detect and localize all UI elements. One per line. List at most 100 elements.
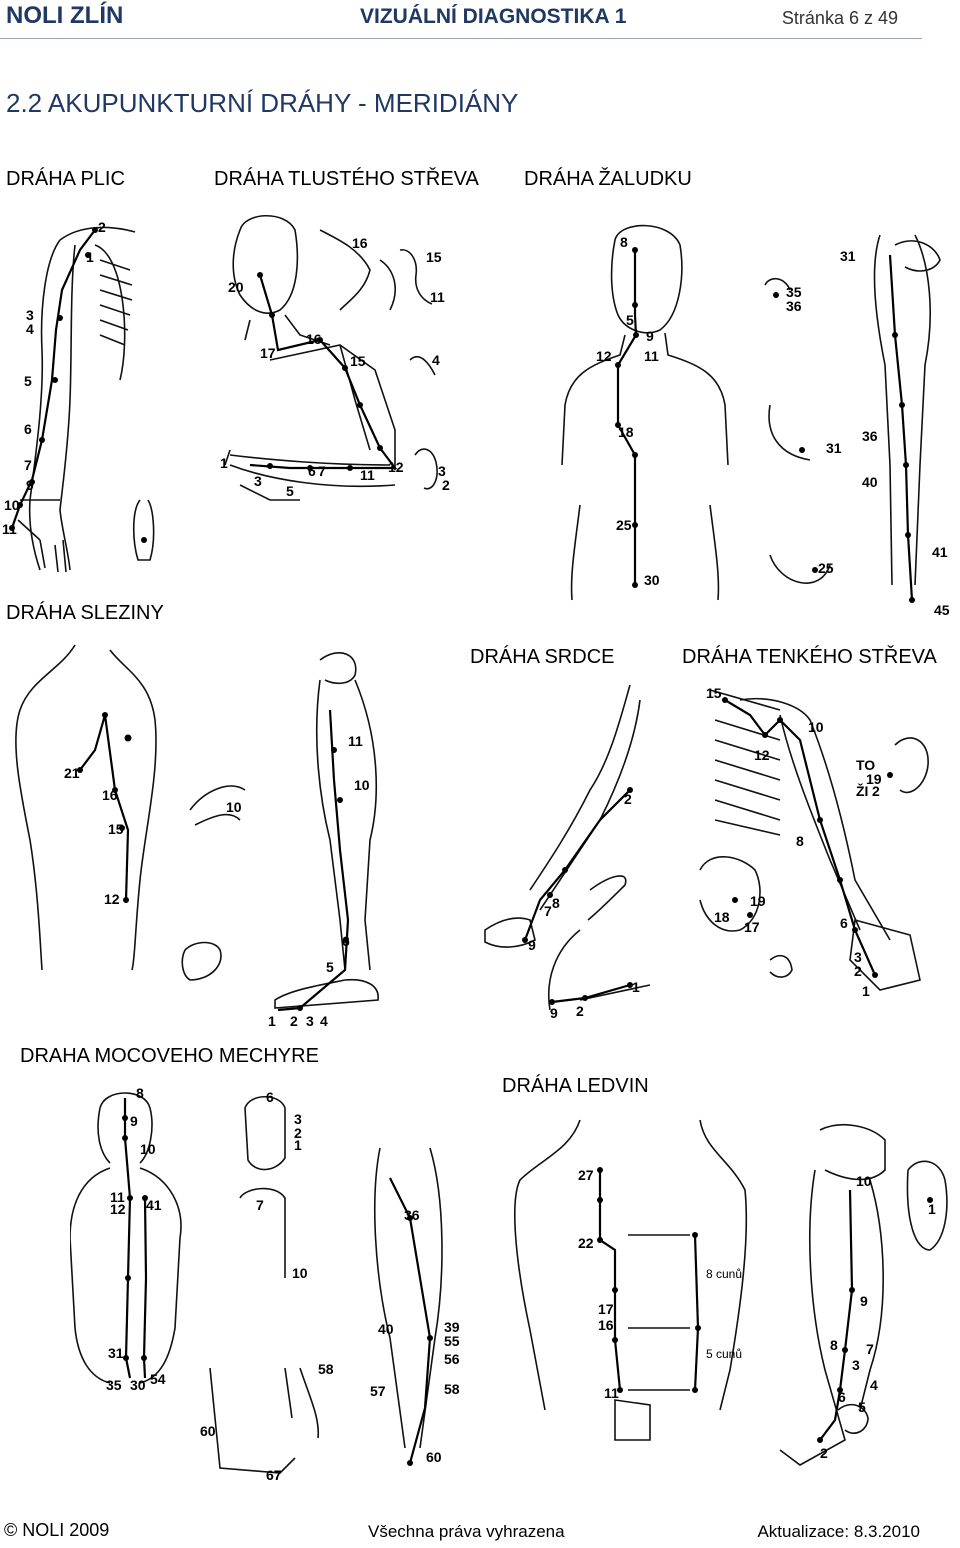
bladder-point-label: 54 [150, 1371, 166, 1387]
lung-point-label: 7 [24, 457, 32, 473]
label-bladder: DRAHA MOCOVEHO MECHYRE [20, 1045, 319, 1067]
large-intestine-point-label: 3 [438, 463, 446, 479]
large-intestine-point-label: 6 [308, 463, 316, 479]
small-intestine-point-label: 15 [706, 685, 722, 701]
stomach-point-label: 5 [626, 312, 634, 328]
lung-meridian-figure: 1 2 3 4 5 6 7 9 10 11 [0, 200, 200, 580]
bladder-point-label: 7 [256, 1197, 264, 1213]
heart-meridian-drawing: 2 7 8 9 1 2 9 [470, 680, 670, 1021]
stomach-point-label: 45 [934, 602, 950, 618]
large-intestine-point-label: 4 [432, 352, 440, 368]
heart-point-label: 9 [528, 937, 536, 953]
large-intestine-point-label: 17 [260, 345, 276, 361]
label-stomach: DRÁHA ŽALUDKU [524, 168, 692, 190]
label-kidney: DRÁHA LEDVIN [502, 1075, 649, 1097]
small-intestine-point-label: 2 [854, 963, 862, 979]
heart-point-label: 8 [552, 895, 560, 911]
kidney-point-label: 1 [928, 1201, 936, 1217]
kidney-point-label: 22 [578, 1235, 594, 1251]
small-intestine-point-label: 3 [854, 949, 862, 965]
spleen-point-label: 2 [290, 1013, 298, 1029]
heart-point-label: 2 [576, 1003, 584, 1019]
stomach-point-label: 36 [862, 428, 878, 444]
lung-point-label: 1 [86, 249, 94, 265]
heart-point-label: 2 [624, 791, 632, 807]
spleen-meridian-figure: 21 16 15 12 10 11 10 6 5 1 2 3 4 [0, 640, 400, 1030]
large-intestine-point-label: 7 [318, 463, 326, 479]
kidney-point-label: 7 [866, 1341, 874, 1357]
large-intestine-point-label: 16 [352, 235, 368, 251]
large-intestine-meridian-figure: 20 16 15 11 17 16 15 4 1 3 6 7 5 11 12 3… [210, 200, 480, 510]
stomach-point-label: 30 [644, 572, 660, 588]
spleen-point-label: 3 [306, 1013, 314, 1029]
kidney-point-label: 6 [838, 1389, 846, 1405]
heart-meridian-figure: 2 7 8 9 1 2 9 [470, 680, 670, 1030]
kidney-point-label: 8 cunů [706, 1267, 742, 1281]
stomach-point-label: 31 [826, 440, 842, 456]
spleen-point-label: 10 [226, 799, 242, 815]
bladder-point-label: 57 [370, 1383, 386, 1399]
heart-point-label: 9 [550, 1005, 558, 1021]
stomach-point-label: 8 [620, 234, 628, 250]
large-intestine-point-label: 1 [220, 455, 228, 471]
large-intestine-point-label: 16 [306, 331, 322, 347]
bladder-point-label: 58 [444, 1381, 460, 1397]
bladder-point-label: 56 [444, 1351, 460, 1367]
small-intestine-meridian-figure: 15 10 12 8 6 TO 19 ŽI 2 18 17 19 3 2 1 [680, 680, 960, 1000]
small-intestine-point-label: 2 [872, 783, 880, 799]
bladder-point-label: 12 [110, 1201, 126, 1217]
small-intestine-point-label: 19 [750, 893, 766, 909]
large-intestine-point-label: 15 [426, 249, 442, 265]
large-intestine-point-label: 20 [228, 279, 244, 295]
kidney-point-label: 4 [870, 1377, 878, 1393]
bladder-point-label: 35 [106, 1377, 122, 1393]
lung-meridian-drawing: 1 2 3 4 5 6 7 9 10 11 [2, 219, 200, 580]
header-org: NOLI ZLÍN [6, 2, 124, 29]
header-divider [0, 38, 922, 39]
label-lung: DRÁHA PLIC [6, 168, 125, 190]
bladder-point-label: 10 [140, 1141, 156, 1157]
bladder-point-label: 58 [318, 1361, 334, 1377]
small-intestine-meridian-drawing: 15 10 12 8 6 TO 19 ŽI 2 18 17 19 3 2 1 [680, 685, 960, 999]
small-intestine-point-label: 8 [796, 833, 804, 849]
kidney-point-label: 16 [598, 1317, 614, 1333]
bladder-point-label: 11 [110, 1189, 125, 1205]
small-intestine-point-label: 19 [866, 771, 882, 787]
small-intestine-point-label: 12 [754, 747, 770, 763]
lung-point-label: 4 [26, 321, 34, 337]
heart-point-label: 1 [632, 979, 640, 995]
stomach-point-label: 18 [618, 424, 634, 440]
kidney-point-label: 3 [852, 1357, 860, 1373]
bladder-point-label: 31 [108, 1345, 124, 1361]
stomach-point-label: 25 [818, 560, 834, 576]
small-intestine-point-label: ŽI [856, 782, 868, 799]
large-intestine-point-label: 11 [430, 289, 445, 305]
spleen-point-label: 15 [108, 821, 124, 837]
bladder-point-label: 8 [136, 1085, 144, 1101]
bladder-point-label: 55 [444, 1333, 460, 1349]
spleen-point-label: 1 [268, 1013, 276, 1029]
footer-rights: Všechna práva vyhrazena [368, 1522, 565, 1541]
bladder-point-label: 60 [426, 1449, 442, 1465]
large-intestine-point-label: 2 [442, 477, 450, 493]
lung-point-label: 6 [24, 421, 32, 437]
label-large-intestine: DRÁHA TLUSTÉHO STŘEVA [214, 168, 479, 190]
kidney-meridian-figure: 27 22 17 16 11 8 cunů 5 cunů 10 9 8 7 3 … [500, 1110, 960, 1500]
footer-copyright: © NOLI 2009 [4, 1520, 110, 1540]
bladder-point-label: 2 [294, 1125, 302, 1141]
kidney-point-label: 17 [598, 1301, 614, 1317]
stomach-point-label: 25 [616, 517, 632, 533]
small-intestine-point-label: 17 [744, 919, 760, 935]
header-document-title: VIZUÁLNÍ DIAGNOSTIKA 1 [360, 5, 627, 28]
bladder-point-label: 6 [266, 1089, 274, 1105]
spleen-point-label: 10 [354, 777, 370, 793]
large-intestine-meridian-drawing: 20 16 15 11 17 16 15 4 1 3 6 7 5 11 12 3… [220, 200, 450, 510]
large-intestine-point-label: 3 [254, 473, 262, 489]
small-intestine-point-label: 1 [862, 983, 870, 999]
kidney-point-label: 27 [578, 1167, 594, 1183]
bladder-point-label: 30 [130, 1377, 146, 1393]
page-footer: © NOLI 2009 Všechna práva vyhrazena Aktu… [0, 1516, 960, 1548]
kidney-point-label: 9 [860, 1293, 868, 1309]
bladder-point-label: 39 [444, 1319, 460, 1335]
section-title: 2.2 AKUPUNKTURNÍ DRÁHY - MERIDIÁNY [6, 88, 519, 118]
